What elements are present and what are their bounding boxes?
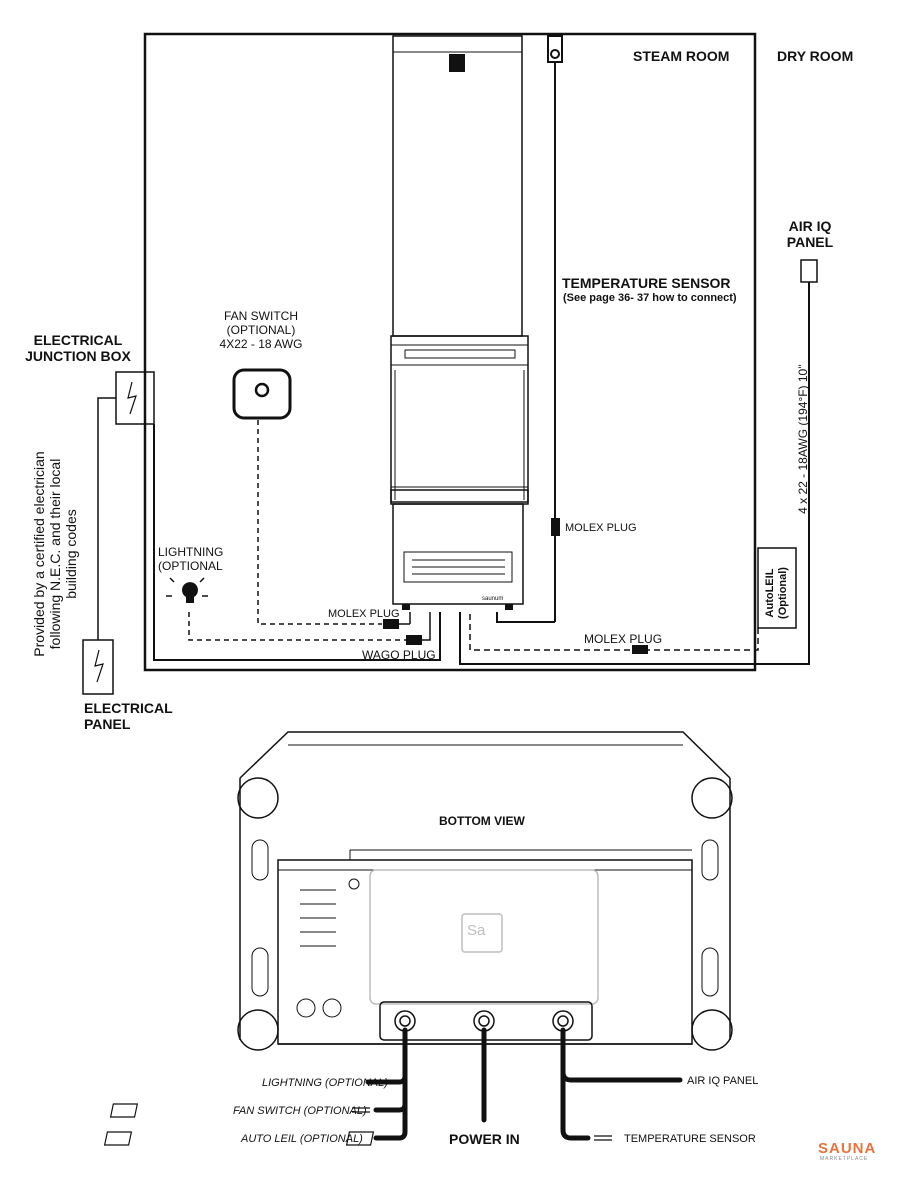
electrical-panel-box (82, 639, 114, 695)
temp-sensor-title: TEMPERATURE SENSOR (562, 275, 731, 291)
autoleil-line1: AutoLEIL (764, 568, 776, 618)
air-iq-label-line1: AIR IQ (788, 218, 832, 234)
molex-plug-label-fan: MOLEX PLUG (328, 608, 400, 620)
bottom-view-frame (239, 731, 731, 779)
bottom-view-title: BOTTOM VIEW (439, 814, 525, 828)
heater-base (392, 503, 524, 605)
steam-room-label: STEAM ROOM (633, 48, 730, 64)
molex-plug-label-autoleil: MOLEX PLUG (584, 632, 663, 646)
bv-power-in-label: POWER IN (449, 1131, 520, 1147)
electrician-note-line2: following N.E.C. and their local (47, 458, 64, 650)
electrical-panel-line2: PANEL (84, 716, 131, 733)
temp-sensor-note: (See page 36- 37 how to connect) (563, 292, 737, 304)
molex-plug-fan (383, 619, 399, 629)
electrical-panel-label: ELECTRICAL PANEL (84, 700, 173, 732)
autoleil-label: AutoLEIL (Optional) (764, 554, 789, 632)
bv-fan-switch-label: FAN SWITCH (OPTIONAL) (233, 1105, 367, 1117)
molex-plug-icon-fan (109, 1103, 370, 1118)
bottom-view-panel (369, 869, 599, 1005)
steam-room-wall (143, 32, 757, 672)
logo-subtext: MARKETPLACE (820, 1156, 869, 1162)
air-iq-panel-box (800, 259, 818, 283)
fan-switch-line2: (OPTIONAL) (226, 322, 296, 337)
bv-lightning-label: LIGHTNING (OPTIONAL) (262, 1077, 388, 1089)
heater-column (392, 35, 523, 337)
molex-plug-autoleil (632, 645, 648, 654)
panel-logo-box (461, 913, 503, 953)
bv-air-iq-label: AIR IQ PANEL (687, 1075, 759, 1087)
air-iq-panel-label: AIR IQ PANEL (775, 218, 845, 250)
lightning-line1: LIGHTNING (158, 545, 224, 559)
dry-room-label: DRY ROOM (777, 48, 854, 64)
bv-temp-sensor-label: TEMPERATURE SENSOR (624, 1133, 756, 1145)
cable-air-iq (560, 1027, 683, 1083)
lightning-line2: (OPTIONAL (158, 558, 223, 573)
electrician-note-line1: Provided by a certified electrician (31, 451, 47, 657)
autoleil-box (757, 547, 797, 629)
cable-lightning (365, 1027, 408, 1085)
bv-auto-leil-label: AUTO LEIL (OPTIONAL) (241, 1133, 363, 1145)
electrician-note: Provided by a certified electrician foll… (31, 429, 79, 679)
junction-box-label: ELECTRICAL JUNCTION BOX (16, 332, 140, 364)
junction-box-line2: JUNCTION BOX (25, 348, 131, 365)
panel-logo: Sa (467, 922, 486, 939)
junction-box-line1: ELECTRICAL (33, 332, 123, 348)
lightning-label: LIGHTNING (OPTIONAL (158, 545, 224, 574)
wago-plug (406, 635, 422, 645)
molex-plug-icon-sensor (345, 1131, 612, 1146)
wago-plug-label: WAGO PLUG (362, 648, 436, 662)
fan-switch-icon (232, 368, 292, 420)
autoleil-line2: (Optional) (776, 567, 789, 619)
heater-top-icon (449, 54, 465, 72)
sauna-marketplace-logo: SAUNA (818, 1140, 876, 1157)
fan-switch-line1: FAN SWITCH (224, 309, 298, 323)
electrical-panel-line1: ELECTRICAL (84, 700, 173, 716)
logo-text: SAUNA (818, 1140, 877, 1157)
electrician-note-line3: building codes (63, 509, 80, 599)
molex-plug-sensor (551, 518, 560, 536)
cable-auto-leil (373, 1101, 408, 1141)
heater-brand: saunum (482, 596, 504, 602)
heater-cage (390, 335, 529, 505)
fan-switch-line3: 4X22 - 18 AWG (219, 336, 303, 351)
air-iq-label-line2: PANEL (786, 234, 834, 251)
molex-plug-label-sensor: MOLEX PLUG (565, 522, 637, 534)
light-bulb-icon (181, 582, 198, 603)
fan-switch-label: FAN SWITCH (OPTIONAL) 4X22 - 18 AWG (206, 309, 316, 351)
heater-vent (403, 551, 513, 583)
cable-temp-sensor (560, 1069, 591, 1141)
cable-spec-label: 4 x 22 - 18AWG (194°F) 10'' (796, 364, 810, 514)
